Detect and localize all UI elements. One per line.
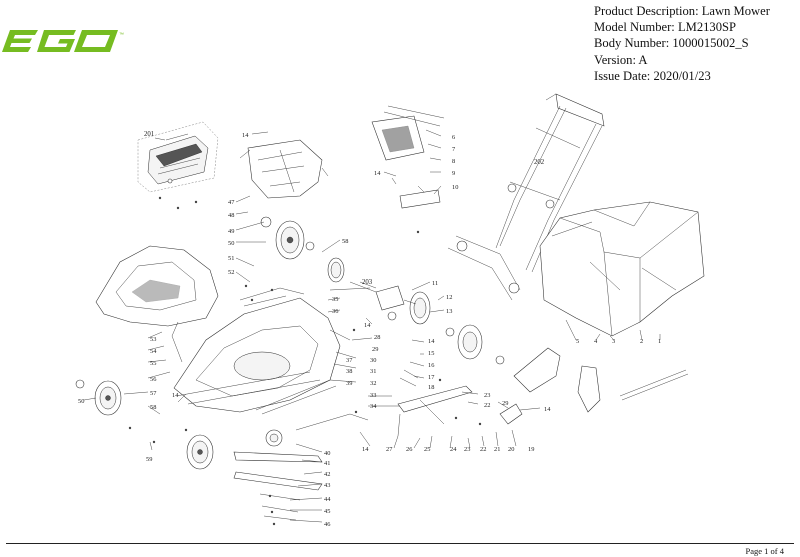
callout-14-bottom: 14 bbox=[362, 446, 369, 453]
callout-39: 39 bbox=[346, 380, 352, 387]
part-upper-deck-cover bbox=[239, 139, 329, 199]
callout-46: 46 bbox=[324, 521, 330, 528]
callout-201: 201 bbox=[144, 131, 154, 138]
callout-17: 17 bbox=[428, 374, 435, 381]
callout-22-upper: 22 bbox=[484, 402, 490, 409]
callout-13: 13 bbox=[446, 308, 452, 315]
fasteners bbox=[128, 196, 482, 526]
callout-8: 8 bbox=[452, 158, 455, 165]
part-blade-stack bbox=[233, 429, 323, 521]
callout-14-deck: 14 bbox=[364, 322, 371, 329]
callout-57: 57 bbox=[150, 390, 157, 397]
leader-lines bbox=[83, 129, 661, 523]
part-grass-bag bbox=[539, 201, 705, 337]
part-switch-box bbox=[371, 105, 445, 209]
callout-23-lower: 23 bbox=[464, 446, 470, 453]
part-201-battery-cover bbox=[137, 121, 219, 193]
callout-203: 203 bbox=[362, 279, 373, 286]
callout-29-right: 29 bbox=[502, 400, 508, 407]
callout-30: 30 bbox=[370, 357, 376, 364]
version: Version: A bbox=[594, 52, 648, 67]
callout-11: 11 bbox=[432, 280, 438, 287]
callout-55: 55 bbox=[150, 360, 156, 367]
callout-29-left: 29 bbox=[372, 346, 378, 353]
part-203-motor-assembly bbox=[329, 281, 417, 321]
body-number: Body Number: 1000015002_S bbox=[594, 36, 749, 51]
callout-50-top: 50 bbox=[228, 240, 234, 247]
callout-40: 40 bbox=[324, 450, 330, 457]
callout-50-left: 50 bbox=[78, 398, 84, 405]
callout-28: 28 bbox=[374, 334, 380, 341]
callout-18: 18 bbox=[428, 384, 434, 391]
part-202-handle-frame bbox=[447, 93, 605, 301]
page-number: Page 1 of 4 bbox=[745, 546, 784, 556]
callout-26: 26 bbox=[406, 446, 412, 453]
trademark-symbol: ™ bbox=[119, 32, 124, 38]
callout-56: 56 bbox=[150, 376, 156, 383]
callout-33: 33 bbox=[370, 392, 376, 399]
callout-15: 15 bbox=[428, 350, 434, 357]
model-number: Model Number: LM2130SP bbox=[594, 20, 737, 35]
callout-14-flap: 14 bbox=[544, 406, 551, 413]
callout-47: 47 bbox=[228, 199, 235, 206]
ego-logo: ™ bbox=[2, 30, 124, 52]
callout-44: 44 bbox=[324, 496, 331, 503]
callout-52: 52 bbox=[228, 269, 234, 276]
callout-9: 9 bbox=[452, 170, 455, 177]
callout-3: 3 bbox=[612, 338, 615, 345]
callout-48: 48 bbox=[228, 212, 234, 219]
callout-24: 24 bbox=[450, 446, 457, 453]
callout-49: 49 bbox=[228, 228, 234, 235]
callout-36: 36 bbox=[332, 308, 338, 315]
issue-date: Issue Date: 2020/01/23 bbox=[594, 68, 711, 83]
callout-35: 35 bbox=[332, 296, 338, 303]
callout-1: 1 bbox=[658, 338, 661, 345]
callout-43: 43 bbox=[324, 482, 330, 489]
callout-202: 202 bbox=[534, 159, 545, 166]
callout-22-lower: 22 bbox=[480, 446, 486, 453]
document-info-block: Product Description: Lawn Mower Model Nu… bbox=[594, 3, 770, 84]
callout-59: 59 bbox=[146, 456, 152, 463]
callout-labels: 201 202 203 1 2 3 4 5 6 7 8 9 10 11 12 1… bbox=[78, 131, 661, 528]
callout-51: 51 bbox=[228, 255, 234, 262]
callout-20: 20 bbox=[508, 446, 514, 453]
callout-23-upper: 23 bbox=[484, 392, 490, 399]
callout-5: 5 bbox=[576, 338, 579, 345]
callout-19: 19 bbox=[528, 446, 534, 453]
part-main-deck bbox=[171, 287, 351, 415]
callout-14-right: 14 bbox=[428, 338, 435, 345]
callout-10: 10 bbox=[452, 184, 458, 191]
part-height-adjust bbox=[295, 369, 523, 437]
callout-34: 34 bbox=[370, 403, 377, 410]
wheels bbox=[75, 216, 505, 470]
callout-32: 32 bbox=[370, 380, 376, 387]
callout-53: 53 bbox=[150, 336, 156, 343]
callout-38: 38 bbox=[346, 368, 352, 375]
callout-42: 42 bbox=[324, 471, 330, 478]
callout-14-left: 14 bbox=[172, 392, 179, 399]
callout-45: 45 bbox=[324, 508, 330, 515]
callout-2: 2 bbox=[640, 338, 643, 345]
callout-12: 12 bbox=[446, 294, 452, 301]
callout-54: 54 bbox=[150, 348, 157, 355]
callout-58-top: 58 bbox=[342, 238, 348, 245]
callout-14-top: 14 bbox=[242, 132, 249, 139]
callout-7: 7 bbox=[452, 146, 456, 153]
callout-16: 16 bbox=[428, 362, 434, 369]
callout-25: 25 bbox=[424, 446, 430, 453]
callout-31: 31 bbox=[370, 368, 376, 375]
callout-58-left: 58 bbox=[150, 404, 156, 411]
callout-21: 21 bbox=[494, 446, 500, 453]
footer-rule bbox=[6, 543, 794, 544]
part-rear-flap bbox=[513, 347, 689, 413]
callout-41: 41 bbox=[324, 460, 330, 467]
callout-37: 37 bbox=[346, 357, 353, 364]
callout-6: 6 bbox=[452, 134, 455, 141]
part-deck-housing bbox=[95, 245, 219, 327]
callout-4: 4 bbox=[594, 338, 598, 345]
callout-27: 27 bbox=[386, 446, 393, 453]
callout-14-switch: 14 bbox=[374, 170, 381, 177]
product-description: Product Description: Lawn Mower bbox=[594, 4, 770, 18]
